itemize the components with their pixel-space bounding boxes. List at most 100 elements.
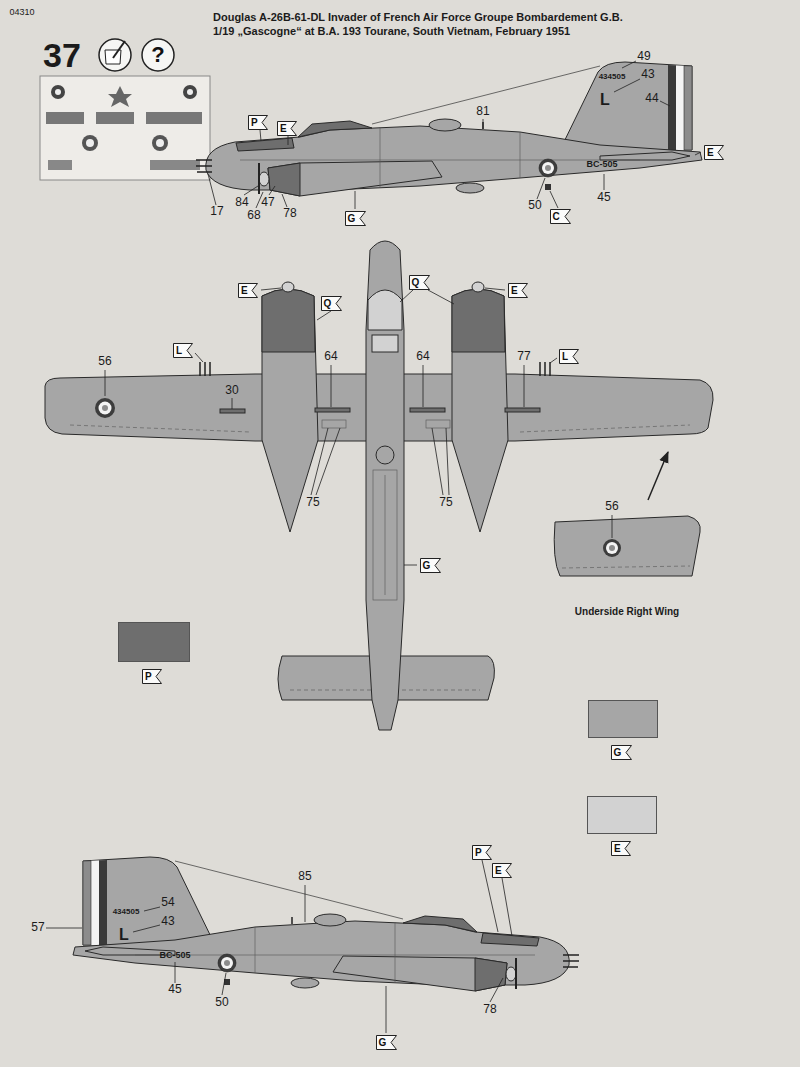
callout-number: 64 <box>416 350 429 364</box>
paint-icon <box>99 39 131 71</box>
part-number: 04310 <box>9 7 34 17</box>
fuselage <box>366 241 404 730</box>
callout-number: 68 <box>247 209 260 223</box>
panel-line <box>385 475 386 595</box>
decal-marking: BC-505 <box>159 950 190 960</box>
color-flag: Q <box>321 296 342 311</box>
icon-circle <box>142 39 174 71</box>
tail-skid <box>545 184 551 190</box>
decal-marking: BC-505 <box>586 159 617 169</box>
decal-marking: 434505 <box>113 907 140 916</box>
flag-outline <box>321 296 341 310</box>
flag-outline <box>420 558 440 572</box>
decal-roundel <box>152 135 168 151</box>
tail-fin <box>560 62 692 150</box>
roundel <box>606 542 618 554</box>
color-code: E <box>241 283 248 298</box>
color-flag: E <box>611 841 631 856</box>
step-number: 37 <box>43 36 81 75</box>
flag-outline <box>473 845 492 859</box>
panel <box>426 420 450 428</box>
aircraft-plan-view <box>45 241 713 730</box>
panel <box>322 420 346 428</box>
color-flag: G <box>345 211 366 226</box>
decal-marking: 434505 <box>599 72 626 81</box>
color-flag: G <box>376 1035 397 1050</box>
callout-number: 44 <box>645 92 658 106</box>
color-flag: Q <box>409 275 430 290</box>
help-icon: ? <box>141 38 175 72</box>
callout-number: 84 <box>235 196 248 210</box>
roundel <box>603 539 621 557</box>
color-flag: G <box>420 558 441 573</box>
panel <box>315 408 350 412</box>
flag-outline <box>143 669 162 683</box>
decal-block <box>96 112 134 124</box>
callout-number: 49 <box>637 50 650 64</box>
color-flag: L <box>559 349 579 364</box>
color-code: Q <box>412 275 420 290</box>
color-code: L <box>176 343 182 358</box>
title: Douglas A-26B-61-DL Invader of French Ai… <box>213 10 623 39</box>
callout-number: 85 <box>298 870 311 884</box>
flag-outline <box>611 745 631 759</box>
decal-roundel <box>156 139 164 147</box>
tailplane <box>600 152 690 160</box>
color-swatch <box>587 796 657 834</box>
flag-outline <box>409 275 429 289</box>
roundel <box>545 165 551 171</box>
callout-number: 56 <box>605 500 618 514</box>
canopy <box>298 121 372 137</box>
callout-number: 30 <box>225 384 238 398</box>
decal-roundel <box>51 85 65 99</box>
decal-block <box>46 112 84 124</box>
color-code: E <box>707 145 714 160</box>
roundel <box>102 405 108 411</box>
lower-turret <box>456 183 484 193</box>
decal-sheet <box>40 76 210 180</box>
color-code: P <box>475 845 482 860</box>
color-code: E <box>511 283 518 298</box>
callout-number: 78 <box>283 207 296 221</box>
color-flag: E <box>238 283 258 298</box>
color-code: G <box>614 745 622 760</box>
panel <box>410 408 445 412</box>
flag-outline <box>249 115 268 129</box>
wing-guns <box>200 362 550 376</box>
callout-number: 56 <box>98 355 111 369</box>
color-code: G <box>379 1035 387 1050</box>
cockpit <box>368 290 402 330</box>
roundel <box>95 398 115 418</box>
flag-outline <box>345 211 365 225</box>
propeller <box>258 163 260 194</box>
decal-marking: L <box>119 926 129 944</box>
decal-roundel <box>86 139 94 147</box>
engine-nacelle <box>268 161 442 196</box>
color-flag: G <box>611 745 632 760</box>
engine-cowling <box>452 289 505 352</box>
rudder-stripe <box>684 66 692 150</box>
callout-number: 57 <box>31 921 44 935</box>
paint-brush <box>113 41 125 58</box>
nose-gun <box>196 165 212 167</box>
decal-block <box>146 112 202 124</box>
color-code: G <box>423 558 431 573</box>
color-code: P <box>145 669 152 684</box>
rudder-stripe <box>668 65 676 150</box>
callout-number: 78 <box>483 1003 496 1017</box>
decal-roundel <box>187 89 193 95</box>
color-flag: E <box>508 283 528 298</box>
roundel <box>609 545 615 551</box>
callout-number: 75 <box>439 496 452 510</box>
flag-outline <box>550 209 570 223</box>
callout-number: 17 <box>210 205 223 219</box>
flag-outline <box>376 1035 396 1049</box>
callout-number: 43 <box>161 915 174 929</box>
flag-outline <box>239 283 258 297</box>
decal-marking: L <box>600 91 610 109</box>
callout-number: 81 <box>476 105 489 119</box>
color-swatch <box>118 622 190 662</box>
flag-outline <box>493 863 512 877</box>
flag-outline <box>705 145 724 159</box>
color-code: C <box>553 209 560 224</box>
